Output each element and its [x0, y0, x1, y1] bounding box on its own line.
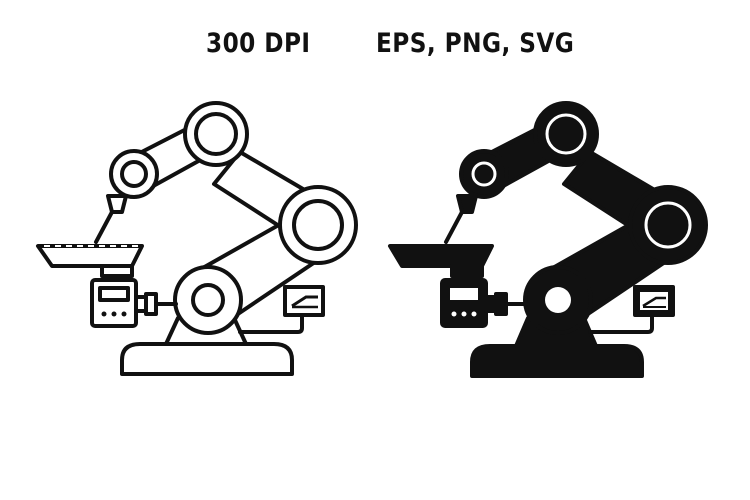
resolution-label: 300 DPI: [206, 28, 311, 59]
formats-label: EPS, PNG, SVG: [376, 28, 575, 59]
